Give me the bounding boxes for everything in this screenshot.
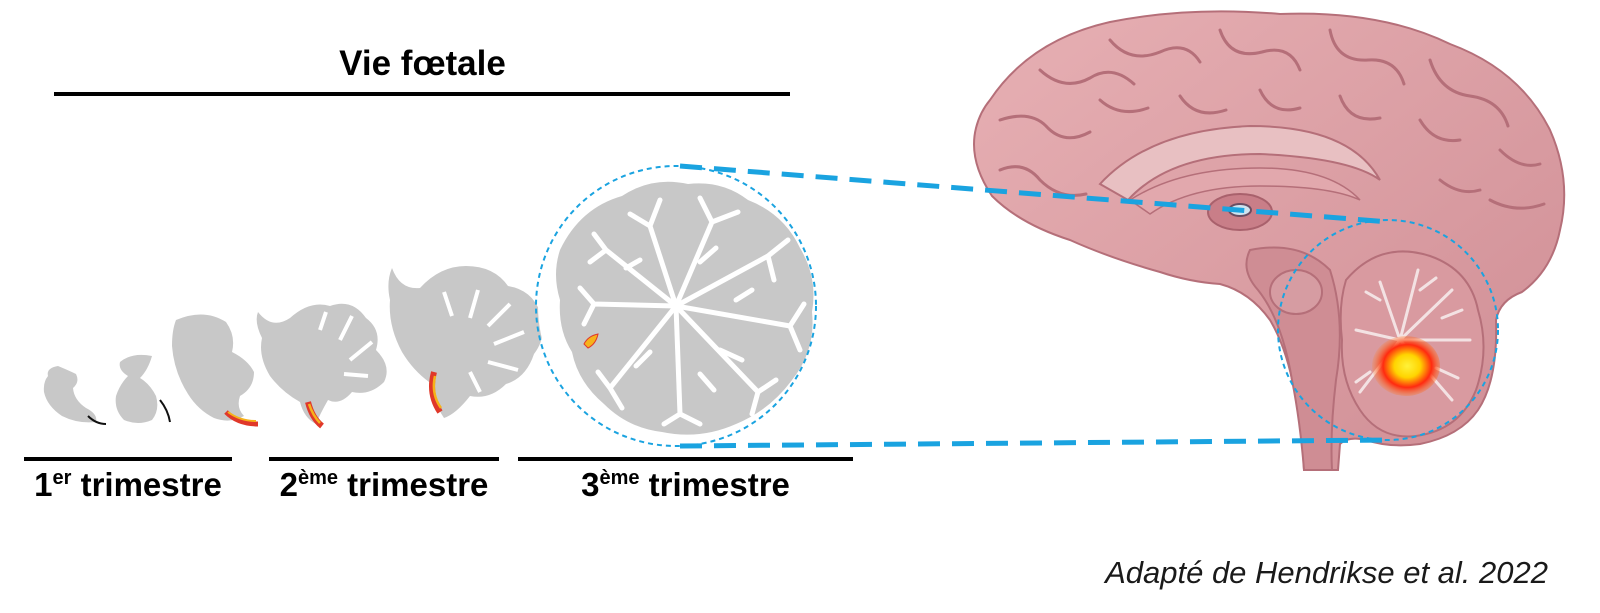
brain-zoom-circle <box>1277 219 1499 441</box>
figure-title: Vie fœtale <box>339 44 506 83</box>
source-credit: Adapté de Hendrikse et al. 2022 <box>1105 555 1548 590</box>
stage-1-rule <box>24 457 232 461</box>
fetal-cerebellum-stage-1c <box>172 314 254 421</box>
fetal-cerebellum-stage-3 <box>538 168 814 444</box>
fetal-cerebellum-stage-2a <box>256 303 387 424</box>
stage-1a-edge <box>87 415 107 425</box>
stage-2-label: 2ème trimestre <box>279 466 489 503</box>
stage-3-rule <box>518 457 853 461</box>
zoom-line-top <box>679 163 1391 225</box>
title-underline <box>54 92 790 96</box>
lesion-highlight <box>1372 336 1440 396</box>
fetal-cerebellum-stage-1a <box>43 366 97 423</box>
stage-1b-edge <box>159 399 171 423</box>
zoom-line-bottom <box>679 437 1391 449</box>
stage-2b-highlight <box>429 371 443 414</box>
stage-1-label: 1er trimestre <box>34 466 222 503</box>
fetal-cerebellum-stage-1b <box>115 354 158 423</box>
fetal-cerebellum-stage-2b <box>388 266 543 418</box>
stage-1c-highlight <box>224 410 259 427</box>
stage-3-highlight <box>583 333 599 349</box>
stage-3-label: 3ème trimestre <box>581 466 790 503</box>
stage-3-zoom-circle <box>535 165 817 447</box>
stage-2-rule <box>269 457 499 461</box>
adult-brain-sagittal <box>973 10 1566 471</box>
